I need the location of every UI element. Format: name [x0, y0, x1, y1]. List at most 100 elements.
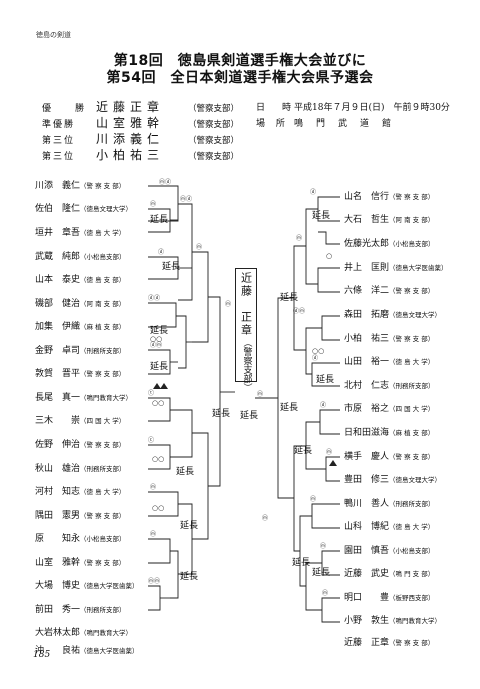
score-mark: ⓜ — [225, 300, 231, 308]
player-entry: 山科 博紀（徳 島 大 学） — [344, 522, 434, 532]
draw-circle-mark: ○○ — [312, 347, 324, 355]
result-team: （警察支部） — [188, 104, 240, 114]
player-entry: 園田 慎吾（小松島支部） — [344, 546, 435, 556]
player-entry: 明口 豊（板野西支部） — [344, 593, 435, 603]
result-team: （警察支部） — [188, 120, 240, 130]
player-entry: 山室 雅幹（警 察 支 部） — [35, 558, 125, 568]
player-name: 横手 慶人 — [344, 452, 390, 462]
player-team: （小松島支部） — [389, 240, 435, 248]
player-team: （阿 南 支 部） — [389, 216, 435, 224]
player-team: （刑務所支部） — [389, 500, 435, 508]
player-name: 豊田 修三 — [344, 475, 390, 485]
draw-circle-mark: ○○ — [152, 504, 164, 512]
player-entry: 原 知永（小松島支部） — [35, 534, 126, 544]
player-team: （鳴門教育大学） — [80, 394, 133, 402]
score-mark: ⓜ — [322, 589, 328, 597]
score-mark: ⓓ — [312, 354, 318, 362]
player-team: （警 察 支 部） — [80, 512, 126, 520]
extension-label: 延長 — [176, 467, 195, 477]
player-entry: 垣井 章吾（徳 島 大 学） — [35, 228, 125, 238]
player-name: 磯部 健治 — [35, 299, 81, 309]
player-name: 山名 信行 — [344, 192, 390, 202]
player-entry: 市原 裕之（四 国 大 学） — [344, 404, 434, 414]
result-team: （警察支部） — [188, 152, 240, 162]
player-team: （鳴門教育大学） — [80, 629, 133, 637]
result-name: 小柏祐三 — [96, 148, 165, 162]
title-line-1: 第18回 徳島県剣道選手権大会並びに — [113, 53, 367, 69]
score-mark: ⓓ — [310, 188, 316, 196]
player-team: （警 察 支 部） — [80, 370, 126, 378]
player-name: 川添 義仁 — [35, 181, 81, 191]
player-team: （刑務所支部） — [80, 606, 126, 614]
player-entry: 井上 匡則（徳島大学医歯薬） — [344, 263, 448, 273]
player-team: （徳 島 支 部） — [80, 276, 126, 284]
player-name: 垣井 章吾 — [35, 228, 81, 238]
player-entry: 長尾 真一（鳴門教育大学） — [35, 393, 132, 403]
champion-box: 近藤 正章 （警察支部） — [235, 268, 257, 392]
score-mark: ⓜⓓ — [180, 195, 192, 203]
draw-circle-mark: ○○ — [152, 455, 164, 463]
result-team: （警察支部） — [188, 136, 240, 146]
player-name: 山科 博紀 — [344, 522, 390, 532]
score-mark: ⓜ — [150, 483, 156, 491]
result-rank: 第三位 — [42, 136, 76, 146]
player-team: （小松島支部） — [80, 535, 126, 543]
player-name: 大場 博史 — [35, 581, 81, 591]
player-entry: 佐野 伸治（警 察 支 部） — [35, 440, 125, 450]
result-name: 川添義仁 — [96, 132, 165, 146]
extension-label: 延長 — [280, 403, 299, 413]
player-team: （小松島支部） — [80, 253, 126, 261]
score-mark: ⓜ — [310, 495, 316, 503]
score-mark: ⓜ — [262, 514, 268, 522]
player-entry: 山本 泰史（徳 島 支 部） — [35, 275, 125, 285]
player-team: （鳴門教育大学） — [389, 617, 442, 625]
player-entry: 六條 洋二（警 察 支 部） — [344, 286, 434, 296]
result-row: 優 勝近藤正章 （警察支部） — [42, 98, 239, 115]
extension-label: 延長 — [312, 211, 331, 221]
player-name: 佐藤光太郎 — [344, 239, 390, 249]
score-mark: ⓜⓓ — [159, 178, 171, 186]
date-label: 日 時 — [256, 103, 296, 113]
player-entry: 隅田 憲男（警 察 支 部） — [35, 511, 125, 521]
score-mark: ⓜ — [150, 530, 156, 538]
player-entry: 河村 知志（徳 島 大 学） — [35, 487, 125, 497]
player-name: 前田 秀一 — [35, 605, 81, 615]
player-entry: 沖 良祐（徳島大学医歯薬） — [35, 646, 139, 656]
player-name: 原 知永 — [35, 534, 81, 544]
player-team: （徳島文理大学） — [389, 311, 442, 319]
player-entry: 武蔵 純郎（小松島支部） — [35, 252, 126, 262]
score-mark: ⓣ — [148, 389, 154, 397]
extension-label: 延長 — [316, 375, 335, 385]
player-entry: 前田 秀一（刑務所支部） — [35, 605, 126, 615]
player-team: （刑務所支部） — [80, 347, 126, 355]
player-name: 近藤 武史 — [344, 569, 390, 579]
player-name: 園田 慎吾 — [344, 546, 390, 556]
player-name: 隅田 憲男 — [35, 511, 81, 521]
player-name: 山本 泰史 — [35, 275, 81, 285]
player-team: （徳 島 大 学） — [80, 229, 126, 237]
score-mark: ⓓⓜ — [293, 307, 305, 315]
player-entry: 日和田滋海（麻 植 支 部） — [344, 428, 434, 438]
extension-label: 延長 — [180, 572, 199, 582]
player-name: 鴨川 善人 — [344, 499, 390, 509]
draw-circle-mark: ○○ — [150, 335, 162, 343]
player-team: （徳島大学医歯薬） — [389, 264, 448, 272]
player-name: 長尾 真一 — [35, 393, 81, 403]
player-name: 六條 洋二 — [344, 286, 390, 296]
player-team: （徳島大学医歯薬） — [80, 582, 139, 590]
player-entry: 佐伯 隆仁（徳島文理大学） — [35, 204, 132, 214]
extension-label: 延長 — [280, 293, 299, 303]
player-team: （四 国 大 学） — [80, 417, 126, 425]
score-mark: ⓓⓓ — [148, 294, 160, 302]
event-date: 日 時平成18年７月９日(日) 午前９時30分 — [256, 100, 450, 113]
score-mark: ⓜⓜ — [148, 577, 160, 585]
player-name: 金野 卓司 — [35, 346, 81, 356]
player-name: 武蔵 純郎 — [35, 252, 81, 262]
result-name: 近藤正章 — [96, 100, 165, 114]
result-row: 第三位小柏祐三（警察支部） — [42, 146, 239, 163]
player-team: （阿 南 支 部） — [80, 300, 126, 308]
result-rank: 優 勝 — [42, 104, 87, 114]
player-team: （警 察 支 部） — [389, 287, 435, 295]
player-name: 敦賀 晋平 — [35, 369, 81, 379]
